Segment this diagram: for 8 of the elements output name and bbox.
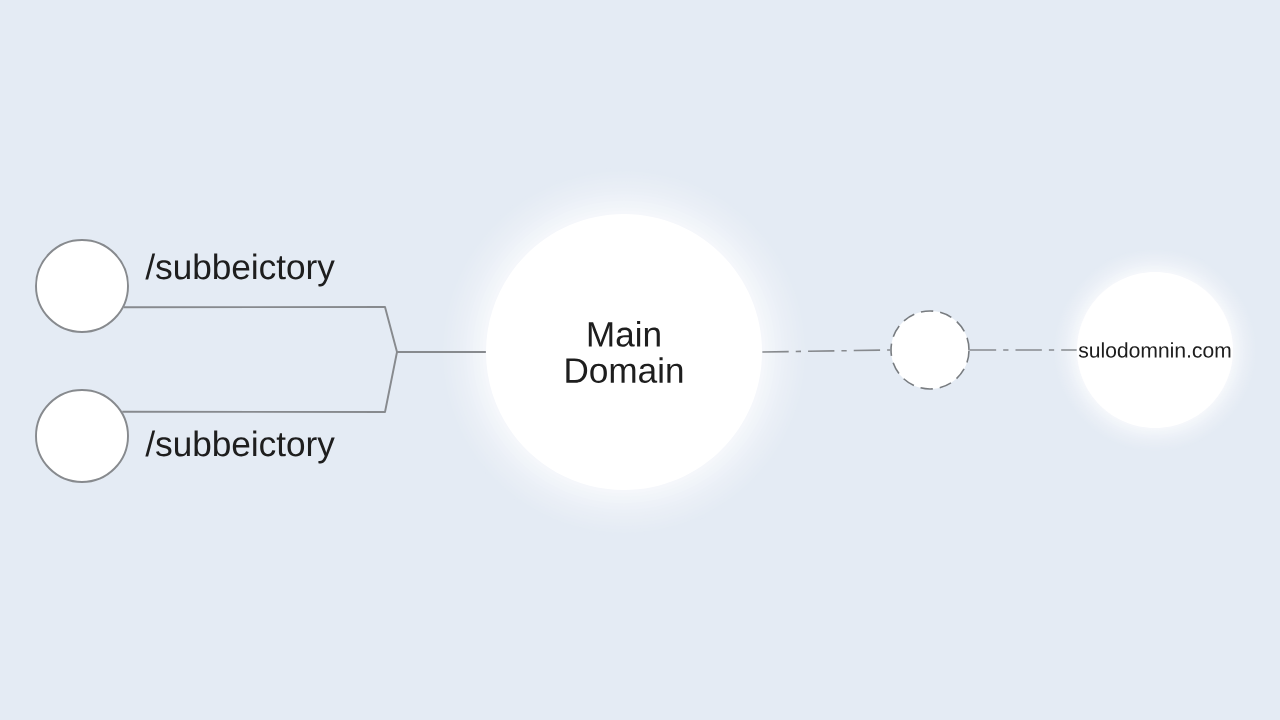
circle (35, 389, 129, 483)
connector (969, 349, 1078, 351)
circle (35, 239, 129, 333)
dashed-circle (890, 310, 970, 390)
connector (761, 349, 891, 353)
node-label: /subbeictory (145, 253, 335, 287)
node-label: /subbeictory (145, 430, 335, 464)
connector (121, 351, 487, 413)
